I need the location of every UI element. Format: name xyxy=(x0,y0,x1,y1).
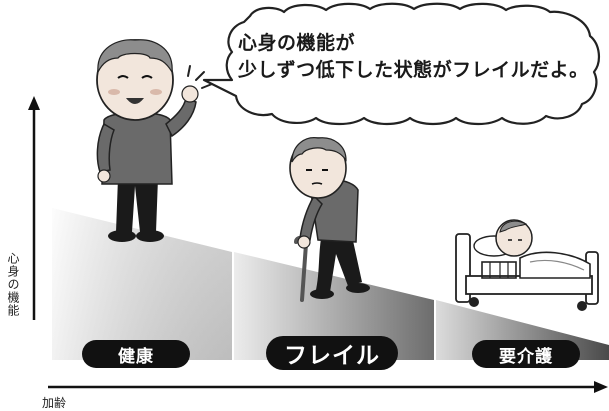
speech-bubble-icon xyxy=(202,2,600,126)
stage-label-care: 要介護 xyxy=(472,340,580,368)
speech-line-1: 心身の機能が xyxy=(238,32,356,54)
stage-label-frailty: フレイル xyxy=(266,336,398,370)
elderly-man-with-cane-icon xyxy=(289,137,370,302)
y-axis-arrow xyxy=(28,96,40,320)
slope-segment-frailty xyxy=(234,252,434,360)
speech-line-2: 少しずつ低下した状態がフレイルだよ。 xyxy=(238,59,589,81)
elderly-man-in-bed-icon xyxy=(455,219,599,311)
speech-bubble-text: 心身の機能が 少しずつ低下した状態がフレイルだよ。 xyxy=(238,30,589,84)
elderly-man-waving-icon xyxy=(96,39,213,242)
stage-label-healthy: 健康 xyxy=(82,340,190,368)
x-axis-label: 加齢 xyxy=(42,396,67,410)
y-axis-label: 心身の機能 xyxy=(6,252,20,317)
x-axis-arrow xyxy=(48,381,608,393)
